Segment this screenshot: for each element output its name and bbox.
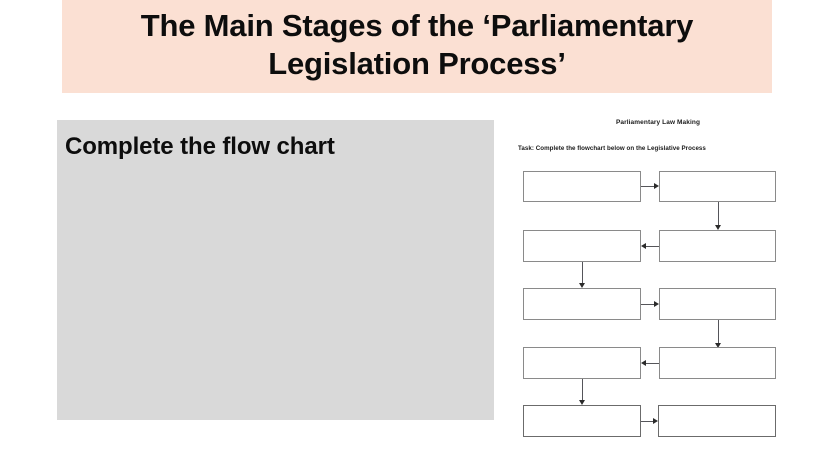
connector-r3-right-to-r4-right: [718, 320, 719, 343]
arrowhead-r3-right: [654, 301, 659, 307]
flowchart-box-r1-left: [523, 171, 641, 202]
connector-r1-left-to-r1-right: [641, 186, 654, 187]
arrowhead-r5-left-top: [579, 400, 585, 405]
connector-r2-left-to-r3-left: [582, 262, 583, 283]
title-banner: The Main Stages of the ‘Parliamentary Le…: [62, 0, 772, 93]
flowchart-box-r4-left: [523, 347, 641, 379]
arrowhead-r1-right: [654, 183, 659, 189]
connector-r1-right-to-r2-right: [718, 202, 719, 225]
flowchart-box-r5-left: [523, 405, 641, 437]
page-title: The Main Stages of the ‘Parliamentary Le…: [140, 7, 694, 81]
connector-r4-left-to-r5-left: [582, 379, 583, 400]
arrowhead-r5-right: [653, 418, 658, 424]
arrowhead-r2-right-top: [715, 225, 721, 230]
connector-r5-left-to-r5-right: [641, 421, 654, 422]
content-heading: Complete the flow chart: [65, 133, 335, 160]
flowchart-box-r2-right: [659, 230, 776, 262]
worksheet-heading: Parliamentary Law Making: [615, 119, 701, 126]
content-panel: Complete the flow chart: [57, 120, 494, 420]
arrowhead-r2-left: [641, 243, 646, 249]
flowchart-box-r2-left: [523, 230, 641, 262]
arrowhead-r4-left: [641, 360, 646, 366]
worksheet-image: Parliamentary Law Making Task: Complete …: [512, 112, 804, 452]
worksheet-task-instruction: Task: Complete the flowchart below on th…: [518, 145, 706, 152]
arrowhead-r3-left-top: [579, 283, 585, 288]
arrowhead-r4-right-top: [715, 343, 721, 348]
connector-r2-right-to-r2-left: [646, 246, 659, 247]
flowchart-box-r3-left: [523, 288, 641, 320]
flowchart: [512, 112, 804, 452]
flowchart-box-r1-right: [659, 171, 776, 202]
flowchart-box-r3-right: [659, 288, 776, 320]
flowchart-box-r4-right: [659, 347, 776, 379]
flowchart-box-r5-right: [658, 405, 776, 437]
connector-r3-left-to-r3-right: [641, 304, 654, 305]
connector-r4-right-to-r4-left: [646, 363, 659, 364]
